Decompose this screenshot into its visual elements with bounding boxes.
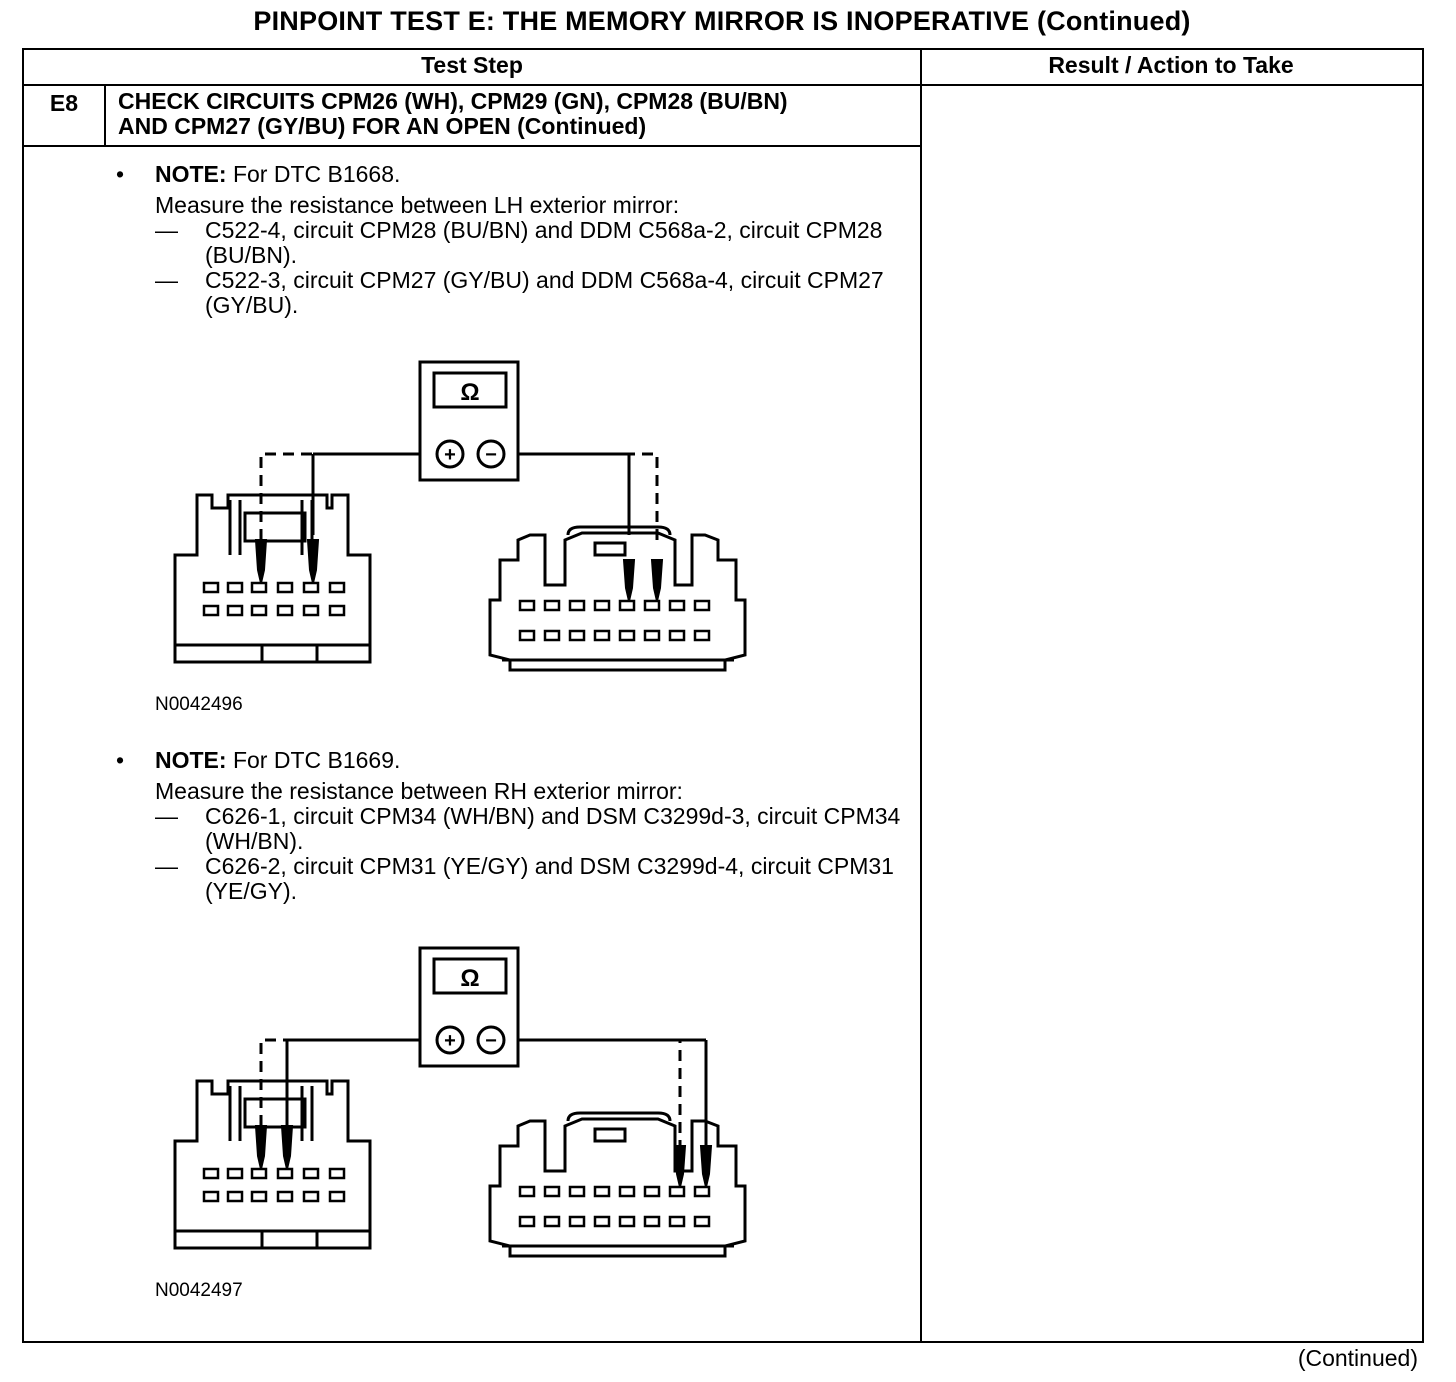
negative-terminal	[476, 439, 506, 469]
column-header-test-step: Test Step	[421, 52, 523, 78]
wiring-diagram-rh: Ω + −	[173, 946, 747, 1258]
list-item-text: C626-2, circuit CPM31 (YE/GY) and DSM C3…	[205, 853, 894, 904]
note-line: NOTE: For DTC B1669.	[155, 748, 400, 773]
minus-sign: −	[485, 1030, 497, 1052]
minus-sign: −	[485, 444, 497, 466]
dash: —	[155, 853, 178, 879]
right-connector-pins	[518, 1185, 711, 1228]
positive-terminal	[435, 1025, 465, 1055]
step-title-line-1: CHECK CIRCUITS CPM26 (WH), CPM29 (GN), C…	[118, 88, 788, 114]
note-text: For DTC B1668.	[226, 161, 401, 187]
measure-instruction: Measure the resistance between LH exteri…	[155, 192, 680, 218]
test-probes	[254, 1125, 713, 1188]
positive-terminal	[435, 439, 465, 469]
left-connector-housing	[173, 1079, 372, 1250]
note-block-lh: • NOTE: For DTC B1668. Measure the resis…	[110, 162, 910, 332]
right-connector-pins	[518, 599, 711, 642]
right-connector-housing	[488, 1117, 747, 1258]
list-item-text: C522-3, circuit CPM27 (GY/BU) and DDM C5…	[205, 267, 884, 318]
note-label: NOTE:	[155, 747, 227, 773]
plus-sign: +	[444, 444, 456, 466]
column-header-result: Result / Action to Take	[1048, 52, 1294, 78]
continued-label: (Continued)	[1297, 1345, 1418, 1371]
ohmmeter-display	[432, 371, 508, 409]
ohmmeter-display	[432, 957, 508, 995]
left-connector-pins	[202, 1167, 346, 1203]
bullet: •	[116, 161, 125, 187]
figure-code: N0042497	[155, 1280, 243, 1301]
dash: —	[155, 267, 178, 293]
figure-code: N0042496	[155, 694, 243, 715]
note-line: NOTE: For DTC B1668.	[155, 162, 400, 187]
right-connector-housing	[488, 531, 747, 672]
ohmmeter-body	[418, 946, 520, 1068]
ohm-symbol: Ω	[460, 379, 479, 406]
test-probes	[254, 539, 664, 602]
plus-sign: +	[444, 1030, 456, 1052]
measure-instruction: Measure the resistance between RH exteri…	[155, 778, 683, 804]
step-row-divider	[22, 145, 922, 147]
step-id: E8	[49, 90, 79, 116]
ohmmeter-body	[418, 360, 520, 482]
note-block-rh: • NOTE: For DTC B1669. Measure the resis…	[110, 748, 910, 918]
table-frame	[22, 48, 1424, 1343]
wiring-diagram-lh: Ω + −	[173, 360, 747, 672]
header-row-divider	[22, 84, 1422, 86]
column-divider	[920, 48, 922, 1341]
note-text: For DTC B1669.	[226, 747, 401, 773]
step-id-divider	[104, 86, 106, 146]
dash: —	[155, 803, 178, 829]
left-connector-pins	[202, 581, 346, 617]
step-title: CHECK CIRCUITS CPM26 (WH), CPM29 (GN), C…	[118, 89, 908, 139]
dash: —	[155, 217, 178, 243]
list-item-text: C626-1, circuit CPM34 (WH/BN) and DSM C3…	[205, 803, 901, 854]
list-item-text: C522-4, circuit CPM28 (BU/BN) and DDM C5…	[205, 217, 883, 268]
negative-terminal	[476, 1025, 506, 1055]
ohm-symbol: Ω	[460, 965, 479, 992]
note-label: NOTE:	[155, 161, 227, 187]
step-title-line-2: AND CPM27 (GY/BU) FOR AN OPEN (Continued…	[118, 113, 647, 139]
page-title: PINPOINT TEST E: THE MEMORY MIRROR IS IN…	[253, 6, 1191, 36]
left-connector-housing	[173, 493, 372, 664]
bullet: •	[116, 747, 125, 773]
